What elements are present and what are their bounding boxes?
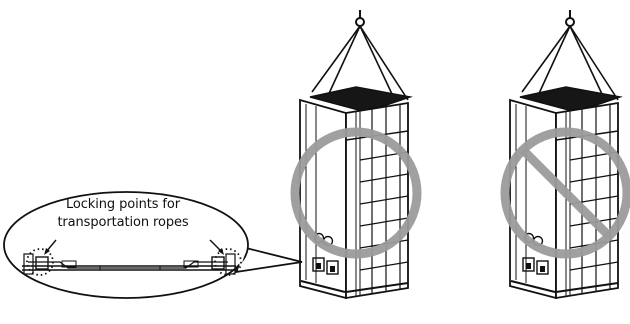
locking-point-right-marker — [209, 239, 242, 276]
prohibited-indicator-icon — [500, 127, 630, 259]
callout-bubble — [3, 191, 303, 299]
locking-point-left-marker — [26, 239, 57, 276]
base-frame-illustration — [22, 253, 236, 275]
locking-points-label-line1: Locking points for — [65, 197, 180, 212]
locking-points-label: Locking points for transportation ropes — [40, 196, 206, 232]
correct-indicator-circle-icon — [290, 127, 422, 259]
locking-points-label-line2: transportation ropes — [57, 215, 189, 230]
